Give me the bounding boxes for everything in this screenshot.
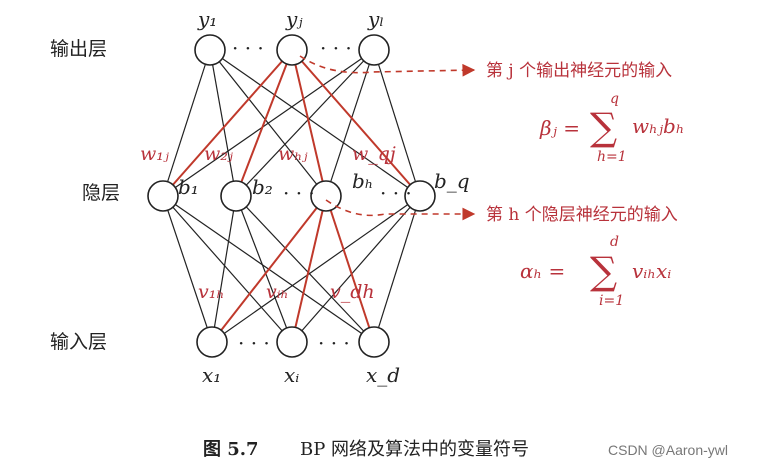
input-ellipsis-2: · · · <box>318 331 350 355</box>
neuron-bq <box>404 180 436 212</box>
output-annotation-text: 第 j 个输出神经元的输入 <box>486 61 672 81</box>
edge-b2-y1 <box>209 49 237 197</box>
edge-xd-bq <box>373 195 421 343</box>
edge-xd-b2 <box>235 195 375 343</box>
label-x1: x₁ <box>202 363 221 387</box>
weight-whj: wₕⱼ <box>278 143 308 165</box>
edge-b2-yl <box>235 49 375 197</box>
formula-beta-lhs: βⱼ = <box>539 116 580 140</box>
neuron-bh <box>310 180 342 212</box>
formula-beta-sum: ∑ <box>590 105 617 149</box>
label-yj: yⱼ <box>285 7 303 31</box>
weight-v1h: v₁ₕ <box>198 281 225 303</box>
weight-vih: vᵢₕ <box>266 281 289 303</box>
hidden-layer-label: 隐层 <box>82 182 120 204</box>
edge-bq-y1 <box>209 49 421 197</box>
edge-xi-b1 <box>162 195 293 343</box>
formula-alpha-lower: i=1 <box>599 293 624 309</box>
output-ellipsis-1: · · · <box>232 36 264 60</box>
hidden-ellipsis-1: · · · <box>283 181 315 205</box>
label-b2: b₂ <box>252 175 273 199</box>
neurons <box>147 34 436 358</box>
edge-b1-y1 <box>162 49 211 197</box>
input-ellipsis-1: · · · <box>238 331 270 355</box>
watermark: CSDN @Aaron-ywl <box>608 442 728 458</box>
edge-bh-y1 <box>209 49 327 197</box>
caption-text: BP 网络及算法中的变量符号 <box>300 439 529 460</box>
formula-alpha-lhs: αₕ = <box>520 259 565 283</box>
black-connections <box>162 49 421 343</box>
edge-x1-bq <box>211 195 421 343</box>
label-bq: b_q <box>434 169 470 193</box>
edge-b1-yj <box>162 49 293 197</box>
label-yl: yₗ <box>367 7 384 31</box>
neuron-x1 <box>196 326 228 358</box>
hidden-annotation-text: 第 h 个隐层神经元的输入 <box>486 205 678 225</box>
hidden-annotation-arrow <box>325 199 476 221</box>
formula-alpha-upper: d <box>610 234 619 250</box>
output-ellipsis-2: · · · <box>320 36 352 60</box>
edge-bq-yj <box>291 49 421 197</box>
formula-beta-upper: q <box>610 91 619 107</box>
neuron-b1 <box>147 180 179 212</box>
edge-xi-bq <box>291 195 421 343</box>
formula-beta-rhs: wₕⱼbₕ <box>632 114 685 138</box>
edge-bh-yj <box>291 49 327 197</box>
neuron-y1 <box>194 34 226 66</box>
hidden-ellipsis-2: · · · <box>380 181 412 205</box>
input-layer-label: 输入层 <box>50 331 107 353</box>
formula-beta-lower: h=1 <box>597 149 627 165</box>
label-b1: b₁ <box>178 175 199 199</box>
weight-w1j: w₁ⱼ <box>140 143 169 165</box>
highlighted-connections <box>162 49 421 343</box>
output-layer-label: 输出层 <box>50 38 107 60</box>
neuron-yj <box>276 34 308 66</box>
edge-xi-b2 <box>235 195 293 343</box>
edge-bh-yl <box>325 49 375 197</box>
edge-bq-yl <box>373 49 421 197</box>
edge-x1-b2 <box>211 195 237 343</box>
label-xi: xᵢ <box>284 363 299 387</box>
formula-alpha-rhs: vᵢₕxᵢ <box>632 259 671 283</box>
neuron-xi <box>276 326 308 358</box>
edge-x1-b1 <box>162 195 213 343</box>
weight-wqj: w_qj <box>352 143 396 165</box>
caption-number: 图 5.7 <box>203 439 259 460</box>
edge-b2-yj <box>235 49 293 197</box>
edge-xd-bh <box>325 195 375 343</box>
neuron-xd <box>358 326 390 358</box>
formula-alpha-sum: ∑ <box>590 249 617 293</box>
edge-xi-bh <box>291 195 327 343</box>
label-xd: x_d <box>366 363 400 387</box>
neuron-b2 <box>220 180 252 212</box>
weight-vdh: v_dh <box>330 281 375 303</box>
label-y1: y₁ <box>197 7 217 31</box>
label-bh: bₕ <box>352 169 373 193</box>
weight-w2j: w₂ⱼ <box>204 143 233 165</box>
edge-x1-bh <box>211 195 327 343</box>
neuron-yl <box>358 34 390 66</box>
